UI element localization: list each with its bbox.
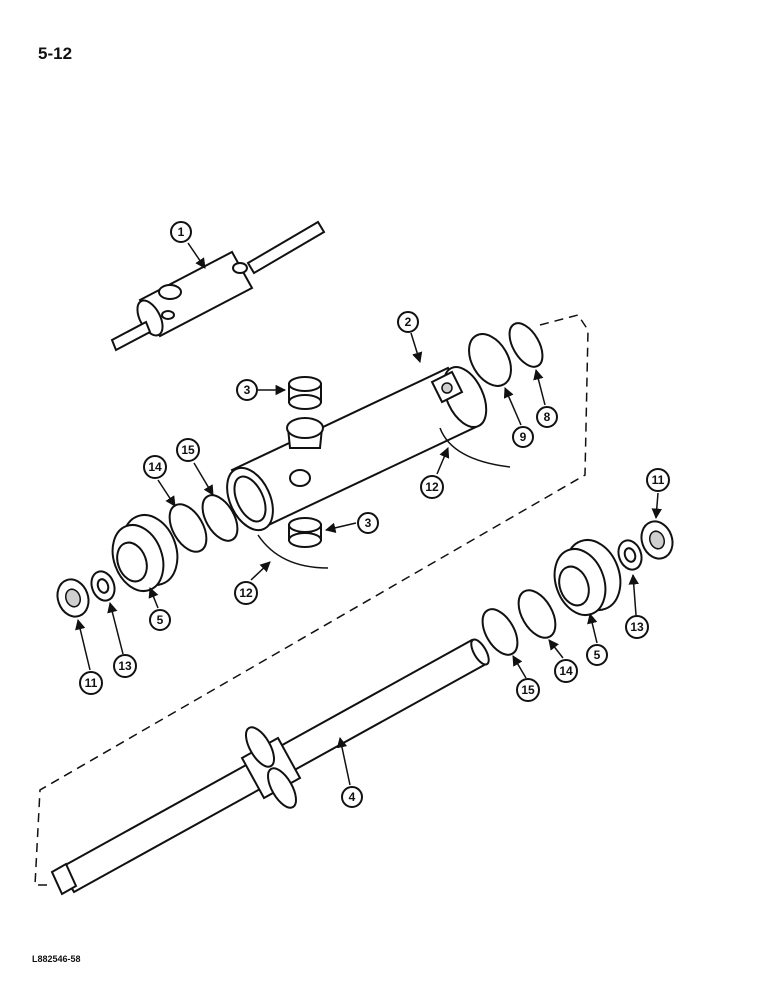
part-14-seal-right <box>517 589 557 639</box>
page-number: 5-12 <box>38 44 73 63</box>
svg-text:3: 3 <box>365 516 372 530</box>
svg-text:12: 12 <box>239 586 253 600</box>
callout-14-left: 14 <box>143 455 167 479</box>
part-8-ring <box>508 322 544 368</box>
callout-13-right: 13 <box>625 615 649 639</box>
part-4-piston-rod <box>50 638 490 896</box>
svg-text:12: 12 <box>425 480 439 494</box>
part-13-washer-left <box>90 570 116 602</box>
callout-12-left: 12 <box>234 581 258 605</box>
callout-15-left: 15 <box>176 438 200 462</box>
part-13-washer-right <box>617 539 643 571</box>
part-12-snap-ring-right <box>439 427 511 468</box>
svg-text:15: 15 <box>181 443 195 457</box>
svg-text:4: 4 <box>349 790 356 804</box>
callout-8: 8 <box>536 406 558 428</box>
svg-text:11: 11 <box>652 473 665 487</box>
part-5-piston-right <box>553 539 622 616</box>
callout-14-right: 14 <box>554 659 578 683</box>
svg-text:13: 13 <box>118 659 132 673</box>
callout-5-left: 5 <box>149 609 171 631</box>
callout-12-right: 12 <box>420 475 444 499</box>
svg-text:3: 3 <box>244 383 251 397</box>
part-15-ring-left <box>201 494 239 542</box>
callout-1: 1 <box>170 221 192 243</box>
part-3-bushing-top <box>288 376 322 410</box>
svg-text:14: 14 <box>559 664 573 678</box>
part-11-seal-left <box>56 578 90 618</box>
svg-text:5: 5 <box>157 613 164 627</box>
callout-13-left: 13 <box>113 654 137 678</box>
callout-3-bottom: 3 <box>357 512 379 534</box>
part-15-ring-right <box>481 608 519 656</box>
svg-text:11: 11 <box>85 676 98 690</box>
leader-lines <box>75 242 662 786</box>
callout-11-left: 11 <box>79 671 103 695</box>
svg-text:2: 2 <box>405 315 412 329</box>
svg-text:15: 15 <box>521 683 535 697</box>
callout-15-right: 15 <box>516 678 540 702</box>
assembly-guide-line <box>34 314 589 886</box>
part-1-spool <box>110 220 326 352</box>
callout-3-top: 3 <box>236 379 258 401</box>
part-2-housing <box>226 366 488 532</box>
figure-code: L882546-58 <box>32 954 81 964</box>
part-11-seal-right <box>640 520 674 560</box>
svg-text:1: 1 <box>178 225 185 239</box>
part-3-bushing-bottom <box>288 517 322 548</box>
part-12-snap-ring-left <box>257 534 329 569</box>
svg-text:5: 5 <box>594 648 601 662</box>
callout-2: 2 <box>397 311 419 333</box>
svg-text:14: 14 <box>148 460 162 474</box>
svg-text:8: 8 <box>544 410 551 424</box>
callout-11-right: 11 <box>646 468 670 492</box>
part-9-ring <box>468 333 512 387</box>
callout-9: 9 <box>512 426 534 448</box>
callout-4: 4 <box>341 786 363 808</box>
svg-text:13: 13 <box>630 620 644 634</box>
svg-text:9: 9 <box>520 430 527 444</box>
part-5-piston-left <box>111 514 179 592</box>
callout-5-right: 5 <box>586 644 608 666</box>
